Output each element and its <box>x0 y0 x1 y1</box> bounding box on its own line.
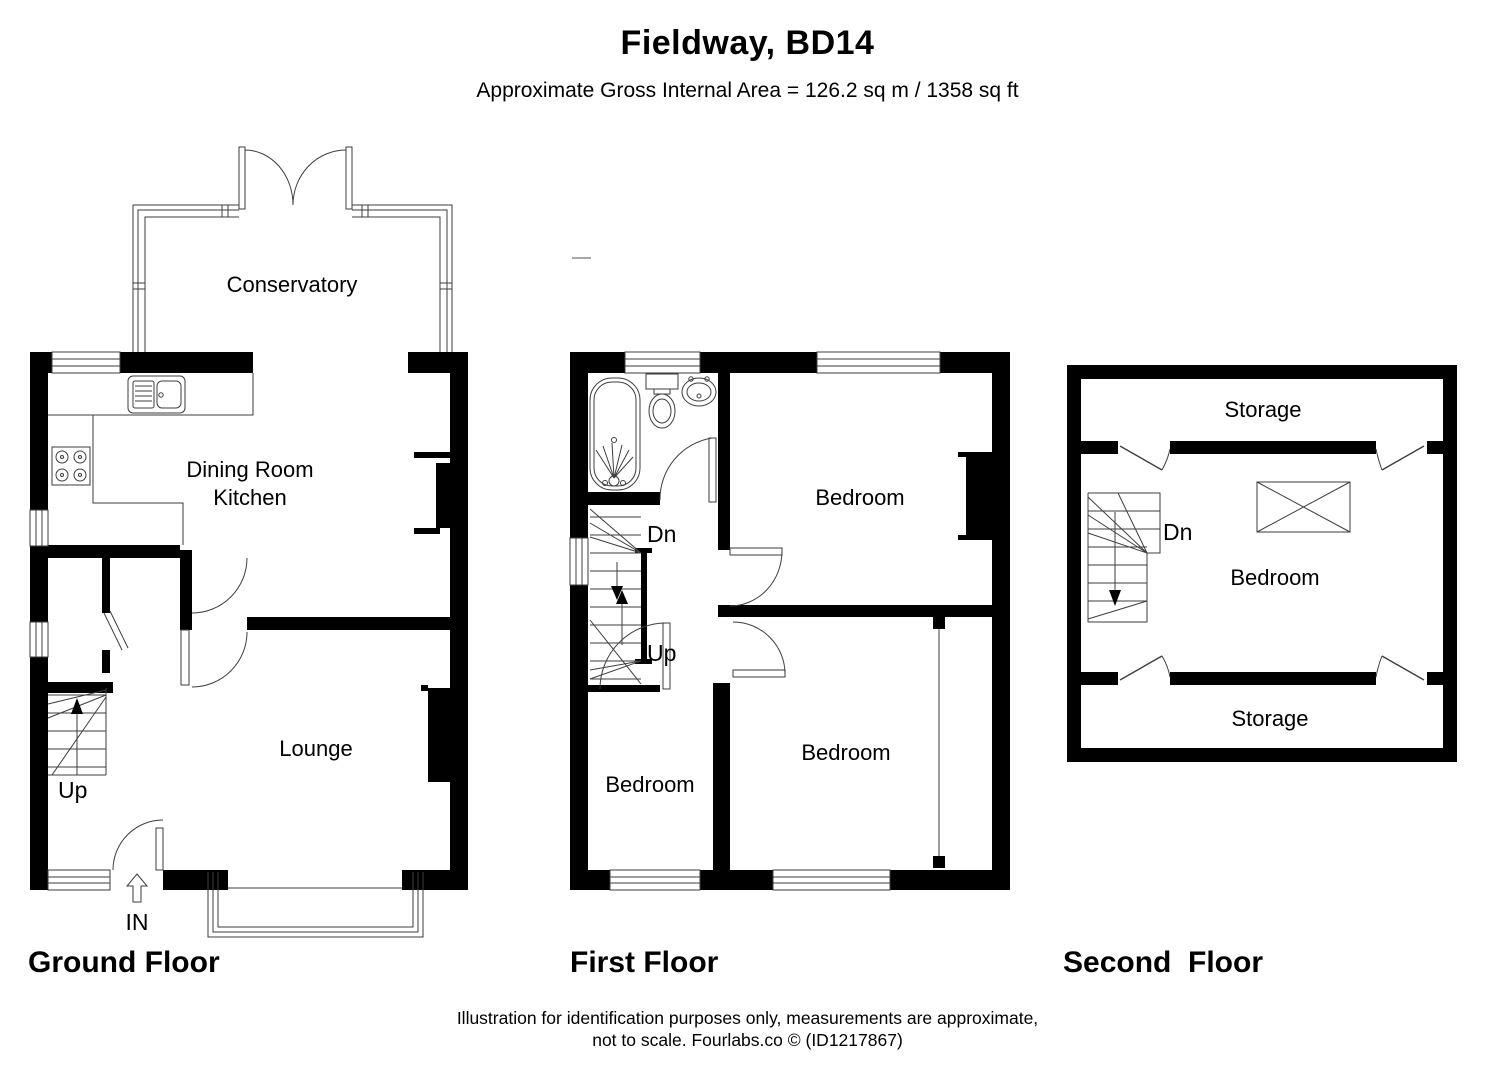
window-first-left <box>569 537 589 586</box>
entrance-arrow-icon <box>125 873 149 903</box>
ground-floor-plan: Conservatory Dining Room Kitchen Lounge … <box>29 146 468 938</box>
storage-bottom-label: Storage <box>1231 706 1308 731</box>
bedroom-top-door <box>729 547 783 607</box>
bathtub <box>589 377 641 491</box>
kitchen-label: Kitchen <box>213 485 286 510</box>
bedroom-left-door <box>599 622 671 690</box>
first-chimney-breast <box>958 452 992 540</box>
in-label: IN <box>126 909 149 935</box>
second-dn-label: Dn <box>1163 519 1192 545</box>
window-left-upper <box>29 509 49 547</box>
stray-mark <box>572 257 591 259</box>
second-stairs <box>1087 492 1161 623</box>
bedroom-right-door <box>732 621 786 678</box>
bedroom-right-label: Bedroom <box>801 740 890 765</box>
conservatory-label: Conservatory <box>227 272 358 297</box>
storage-bottom-right-door <box>1375 655 1425 681</box>
ground-windows <box>29 351 424 938</box>
understair-door <box>103 610 129 651</box>
storage-top-right-door <box>1375 445 1425 471</box>
kitchen-sink <box>127 375 186 414</box>
first-floor-plan: Bedroom Bedroom Bedroom Dn Up <box>569 351 1010 891</box>
lounge-door <box>180 629 248 688</box>
conservatory-double-door <box>238 146 353 210</box>
second-interior-walls <box>1081 441 1443 685</box>
footer-disclaimer-line2: not to scale. Fourlabs.co © (ID1217867) <box>592 1030 903 1050</box>
first-up-label: Up <box>647 640 676 666</box>
first-dn-label: Dn <box>647 521 676 547</box>
dining-door <box>191 557 248 614</box>
second-bedroom-label: Bedroom <box>1230 565 1319 590</box>
bedroom-top-label: Bedroom <box>815 485 904 510</box>
ground-exterior-walls <box>30 352 468 890</box>
first-interior-walls <box>570 373 992 870</box>
chimney-breasts <box>414 452 450 782</box>
lounge-label: Lounge <box>279 736 352 761</box>
first-stairs <box>589 508 642 685</box>
window-first-bottom-left <box>609 869 701 891</box>
window-left-lower <box>29 621 49 658</box>
storage-bottom-left-door <box>1119 655 1171 681</box>
dining-room-label: Dining Room <box>186 457 313 482</box>
window-bottom-left <box>47 869 111 891</box>
storage-top-left-door <box>1119 445 1171 471</box>
first-floor-title: First Floor <box>570 946 719 979</box>
area-subtitle: Approximate Gross Internal Area = 126.2 … <box>476 79 1019 102</box>
bedroom-left-label: Bedroom <box>605 772 694 797</box>
first-windows <box>569 351 941 891</box>
second-exterior-walls <box>1067 365 1457 762</box>
ground-floor-title: Ground Floor <box>28 946 220 979</box>
kitchen-counter <box>48 373 254 545</box>
ground-interior-walls <box>30 545 450 693</box>
window-first-top-right <box>816 351 941 374</box>
bay-window <box>207 872 424 938</box>
wardrobe-partition <box>933 617 945 868</box>
roof-window-icon <box>1256 481 1351 533</box>
window-top-left <box>51 351 121 374</box>
basin <box>681 376 717 407</box>
second-floor-title: Second Floor <box>1063 946 1264 979</box>
page-title: Fieldway, BD14 <box>620 24 875 62</box>
kitchen-hob <box>51 446 91 486</box>
second-floor-plan: Storage Bedroom Storage Dn <box>1067 365 1457 762</box>
storage-top-label: Storage <box>1224 397 1301 422</box>
ground-up-label: Up <box>58 777 87 803</box>
window-first-bottom-right <box>772 869 891 891</box>
front-door <box>112 819 164 871</box>
toilet <box>645 373 679 429</box>
ground-stairs <box>47 688 107 776</box>
bathroom-door <box>659 437 717 503</box>
window-first-top-left <box>624 351 701 374</box>
footer-disclaimer-line1: Illustration for identification purposes… <box>456 1008 1039 1028</box>
conservatory-walls <box>132 204 453 357</box>
